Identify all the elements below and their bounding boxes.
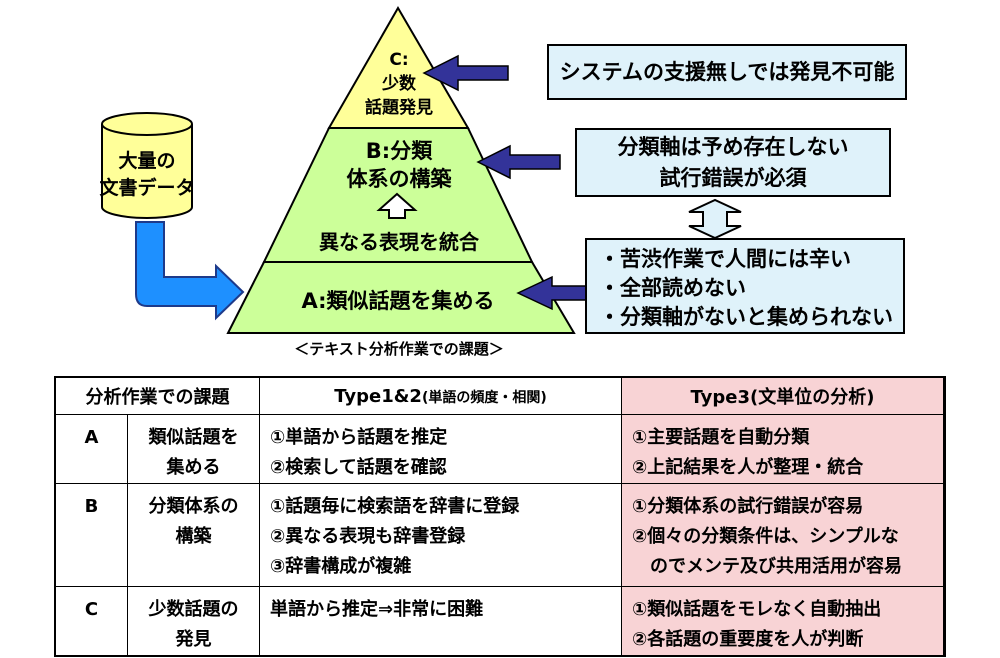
- note-a: ・苦渋作業で人間には辛い ・全部読めない ・分類軸がないと集められない: [585, 238, 905, 334]
- pyramid-top-label-line3: 話題発見: [365, 98, 433, 118]
- arrow-to-middle-icon: [476, 144, 561, 180]
- row-c-type12: 単語から推定⇒非常に困難: [259, 586, 622, 657]
- database-label-line2: 文書データ: [99, 177, 195, 199]
- header-type12-label: Type1&2: [334, 385, 422, 407]
- row-c-task-line2: 発見: [175, 629, 212, 650]
- row-b-task-line1: 分類体系の: [148, 496, 239, 517]
- pyramid-top-label-line1: C:: [389, 50, 409, 70]
- pyramid-middle-bottom-label: 異なる表現を統合: [319, 230, 479, 254]
- row-b-type12: ①話題毎に検索語を辞書に登録 ②異なる表現も辞書登録 ③辞書構成が複雑: [259, 483, 622, 587]
- pyramid-middle-label-line1: B:分類: [365, 139, 433, 163]
- row-b-id: B: [55, 483, 128, 587]
- note-a-line1: ・苦渋作業で人間には辛い: [599, 247, 851, 271]
- row-a-type3-line1: ①主要話題を自動分類: [632, 427, 810, 448]
- row-c-type3-line2: ②各話題の重要度を人が判断: [632, 629, 864, 650]
- double-arrow-icon: [688, 198, 742, 240]
- row-a-type3-line2: ②上記結果を人が整理・統合: [632, 457, 864, 478]
- database-label: 大量の 文書データ: [99, 148, 194, 202]
- diagram-caption: ＜テキスト分析作業での課題＞: [294, 340, 504, 358]
- note-b-line1: 分類軸は予め存在しない: [617, 134, 849, 159]
- row-a-task-line1: 類似話題を: [148, 427, 239, 448]
- note-c-text: システムの支援無しでは発見不可能: [559, 59, 895, 84]
- row-a-task: 類似話題を 集める: [127, 414, 260, 484]
- note-a-line2: ・全部読めない: [599, 276, 746, 300]
- row-b-type12-line1: ①話題毎に検索語を辞書に登録: [270, 496, 520, 517]
- row-a-type12: ①単語から話題を推定 ②検索して話題を確認: [259, 414, 622, 484]
- arrow-to-top-icon: [422, 54, 509, 92]
- note-b: 分類軸は予め存在しない 試行錯誤が必須: [575, 128, 891, 197]
- up-arrow-icon: [376, 192, 418, 219]
- header-type12-note: (単語の頻度・相関): [421, 389, 547, 406]
- row-c-type12-line1: 単語から推定⇒非常に困難: [270, 599, 484, 620]
- row-c-task-line1: 少数話題の: [148, 599, 239, 620]
- row-a-type3: ①主要話題を自動分類 ②上記結果を人が整理・統合: [621, 414, 944, 484]
- table-header-row: 分析作業での課題 Type1&2(単語の頻度・相関) Type3(文単位の分析): [55, 377, 944, 415]
- database-label-line1: 大量の: [118, 150, 176, 172]
- row-c-type3-line1: ①類似話題をモレなく自動抽出: [632, 599, 882, 620]
- row-b-task-line2: 構築: [175, 526, 212, 547]
- row-b-task: 分類体系の 構築: [127, 483, 260, 587]
- table-row: A 類似話題を 集める ①単語から話題を推定 ②検索して話題を確認 ①主要話題を…: [55, 414, 944, 484]
- table-row: C 少数話題の 発見 単語から推定⇒非常に困難 ①類似話題をモレなく自動抽出 ②…: [55, 586, 944, 657]
- row-b-type12-line3: ③辞書構成が複雑: [270, 556, 412, 577]
- row-a-type12-line2: ②検索して話題を確認: [270, 457, 447, 478]
- flow-arrow-icon: [135, 221, 245, 321]
- comparison-table: 分析作業での課題 Type1&2(単語の頻度・相関) Type3(文単位の分析)…: [55, 377, 944, 657]
- row-a-id: A: [55, 414, 128, 484]
- diagram-graphics: [101, 6, 742, 334]
- pyramid-base-label: A:類似話題を集める: [301, 289, 495, 313]
- note-b-line2: 試行錯誤が必須: [659, 165, 807, 190]
- row-b-type3-line1: ①分類体系の試行錯誤が容易: [632, 496, 864, 517]
- header-task: 分析作業での課題: [55, 377, 260, 415]
- note-a-line3: ・分類軸がないと集められない: [599, 305, 893, 329]
- database-icon: [101, 112, 193, 219]
- row-a-type12-line1: ①単語から話題を推定: [270, 427, 448, 448]
- analysis-challenge-diagram: 大量の 文書データ C: 少数 話題発見 B:分類 体系の構築 異なる表現を統合…: [99, 6, 907, 358]
- pyramid-middle-label-line2: 体系の構築: [346, 167, 452, 191]
- pyramid-top-label: C: 少数 話題発見: [365, 48, 433, 120]
- table-row: B 分類体系の 構築 ①話題毎に検索語を辞書に登録 ②異なる表現も辞書登録 ③辞…: [55, 483, 944, 587]
- note-c: システムの支援無しでは発見不可能: [547, 44, 907, 100]
- row-b-type12-line2: ②異なる表現も辞書登録: [270, 526, 466, 547]
- header-type3: Type3(文単位の分析): [621, 377, 944, 415]
- pyramid-middle-label: B:分類 体系の構築: [347, 137, 452, 193]
- row-b-type3-line3: のでメンテ及び共用活用が容易: [632, 556, 902, 577]
- row-b-type3: ①分類体系の試行錯誤が容易 ②個々の分類条件は、シンプルな のでメンテ及び共用活…: [621, 483, 944, 587]
- header-type12: Type1&2(単語の頻度・相関): [259, 377, 622, 415]
- row-b-type3-line2: ②個々の分類条件は、シンプルな: [632, 526, 899, 547]
- row-c-task: 少数話題の 発見: [127, 586, 260, 657]
- row-a-task-line2: 集める: [166, 457, 221, 478]
- row-c-id: C: [55, 586, 128, 657]
- row-c-type3: ①類似話題をモレなく自動抽出 ②各話題の重要度を人が判断: [621, 586, 944, 657]
- pyramid-top-label-line2: 少数: [382, 74, 416, 94]
